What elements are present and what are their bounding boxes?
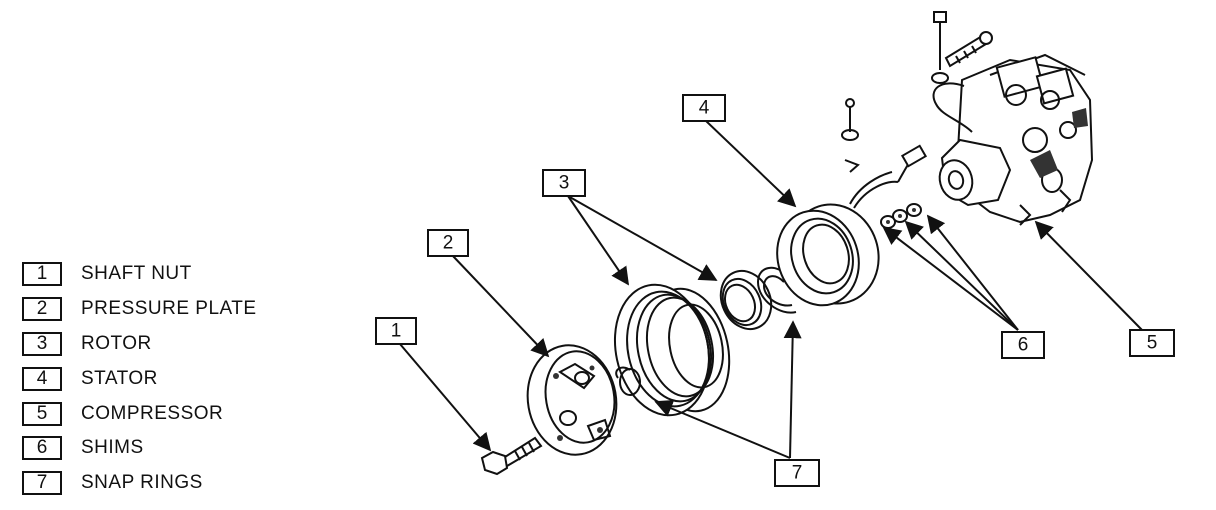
legend-item-pressure-plate: 2 PRESSURE PLATE — [22, 292, 312, 327]
callout-5-label: 5 — [1147, 333, 1158, 354]
shaft-nut-drawing — [480, 436, 543, 476]
snap-ring-drawing — [756, 267, 797, 314]
legend-label: SHAFT NUT — [81, 263, 192, 285]
legend-number: 3 — [22, 331, 62, 356]
legend-item-rotor: 3 ROTOR — [22, 327, 312, 362]
legend-item-shaft-nut: 1 SHAFT NUT — [22, 257, 312, 292]
legend-label: PRESSURE PLATE — [81, 298, 257, 320]
legend-item-shims: 6 SHIMS — [22, 431, 312, 466]
callout-1-label: 1 — [391, 321, 402, 342]
legend-number: 5 — [22, 401, 62, 426]
leader-7a — [654, 399, 791, 459]
legend-label: STATOR — [81, 367, 158, 389]
leader-4 — [704, 119, 797, 208]
leader-3b — [567, 195, 718, 281]
callout-4-label: 4 — [699, 98, 710, 119]
leader-7b — [783, 320, 802, 459]
legend-item-compressor: 5 COMPRESSOR — [22, 396, 312, 431]
legend-item-snap-rings: 7 SNAP RINGS — [22, 466, 312, 501]
compressor-drawing — [931, 11, 1094, 226]
leader-5 — [1034, 220, 1143, 331]
legend-label: SNAP RINGS — [81, 472, 203, 494]
shims-drawing — [880, 203, 922, 229]
leader-6c — [926, 214, 1019, 331]
legend-number: 4 — [22, 366, 62, 391]
callout-7-label: 7 — [792, 463, 803, 484]
callout-7: 7 — [774, 459, 820, 487]
legend-number: 2 — [22, 297, 62, 322]
callout-2-label: 2 — [443, 233, 454, 254]
leader-1 — [399, 343, 492, 452]
callout-1: 1 — [375, 317, 417, 345]
legend-label: ROTOR — [81, 332, 152, 354]
callout-3: 3 — [542, 169, 586, 197]
legend-item-stator: 4 STATOR — [22, 361, 312, 396]
callout-6-label: 6 — [1018, 335, 1029, 356]
stator-drawing — [776, 98, 928, 307]
callout-3-label: 3 — [559, 173, 570, 194]
rotor-drawing — [613, 283, 731, 417]
legend-label: SHIMS — [81, 437, 144, 459]
leader-3a — [567, 195, 630, 286]
leader-6a — [882, 226, 1019, 331]
callout-2: 2 — [427, 229, 469, 257]
callout-4: 4 — [682, 94, 726, 122]
parts-legend: 1 SHAFT NUT 2 PRESSURE PLATE 3 ROTOR 4 S… — [22, 257, 312, 501]
legend-number: 1 — [22, 262, 62, 287]
callout-6: 6 — [1001, 331, 1045, 359]
leader-6b — [904, 220, 1019, 331]
callout-5: 5 — [1129, 329, 1175, 357]
legend-number: 7 — [22, 471, 62, 496]
legend-number: 6 — [22, 436, 62, 461]
leader-2 — [451, 254, 550, 358]
pressure-plate-drawing — [526, 344, 618, 456]
legend-label: COMPRESSOR — [81, 402, 224, 424]
